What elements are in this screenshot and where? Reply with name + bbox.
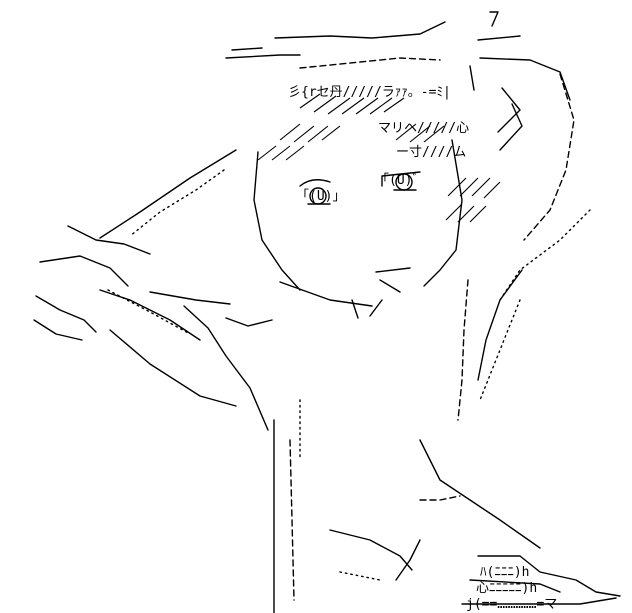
eye-left (299, 179, 331, 205)
collar-b-text: 心ﾆﾆﾆﾆﾆ)h (476, 581, 537, 596)
face-outline (253, 139, 463, 319)
collar-c-text: j(==……………=マ (466, 597, 557, 612)
left-eye-text: 「(U)」 (296, 189, 345, 204)
eye-right (381, 171, 421, 191)
saluting-arm (33, 149, 273, 431)
art-text-fragments: 彡{rセ丹/////ラｧｧ。-=ﾐ| 「(U)」 「(U)ﾞ マリヘ/////心… (288, 85, 557, 612)
right-eye-text: 「(U)ﾞ (376, 173, 419, 188)
raised-arm (457, 73, 591, 421)
hair-mid-text: マリヘ/////心 (378, 121, 469, 136)
hair-hatching (257, 65, 523, 223)
cap-brim (225, 11, 571, 101)
brow-row-text: 彡{rセ丹/////ラｧｧ。-=ﾐ| (288, 85, 451, 100)
collar-a-text: ﾊ(ﾆﾆﾆ)h (480, 565, 529, 580)
hair-row-text: ー寸////ム (396, 145, 466, 160)
neck-collar (273, 399, 621, 613)
